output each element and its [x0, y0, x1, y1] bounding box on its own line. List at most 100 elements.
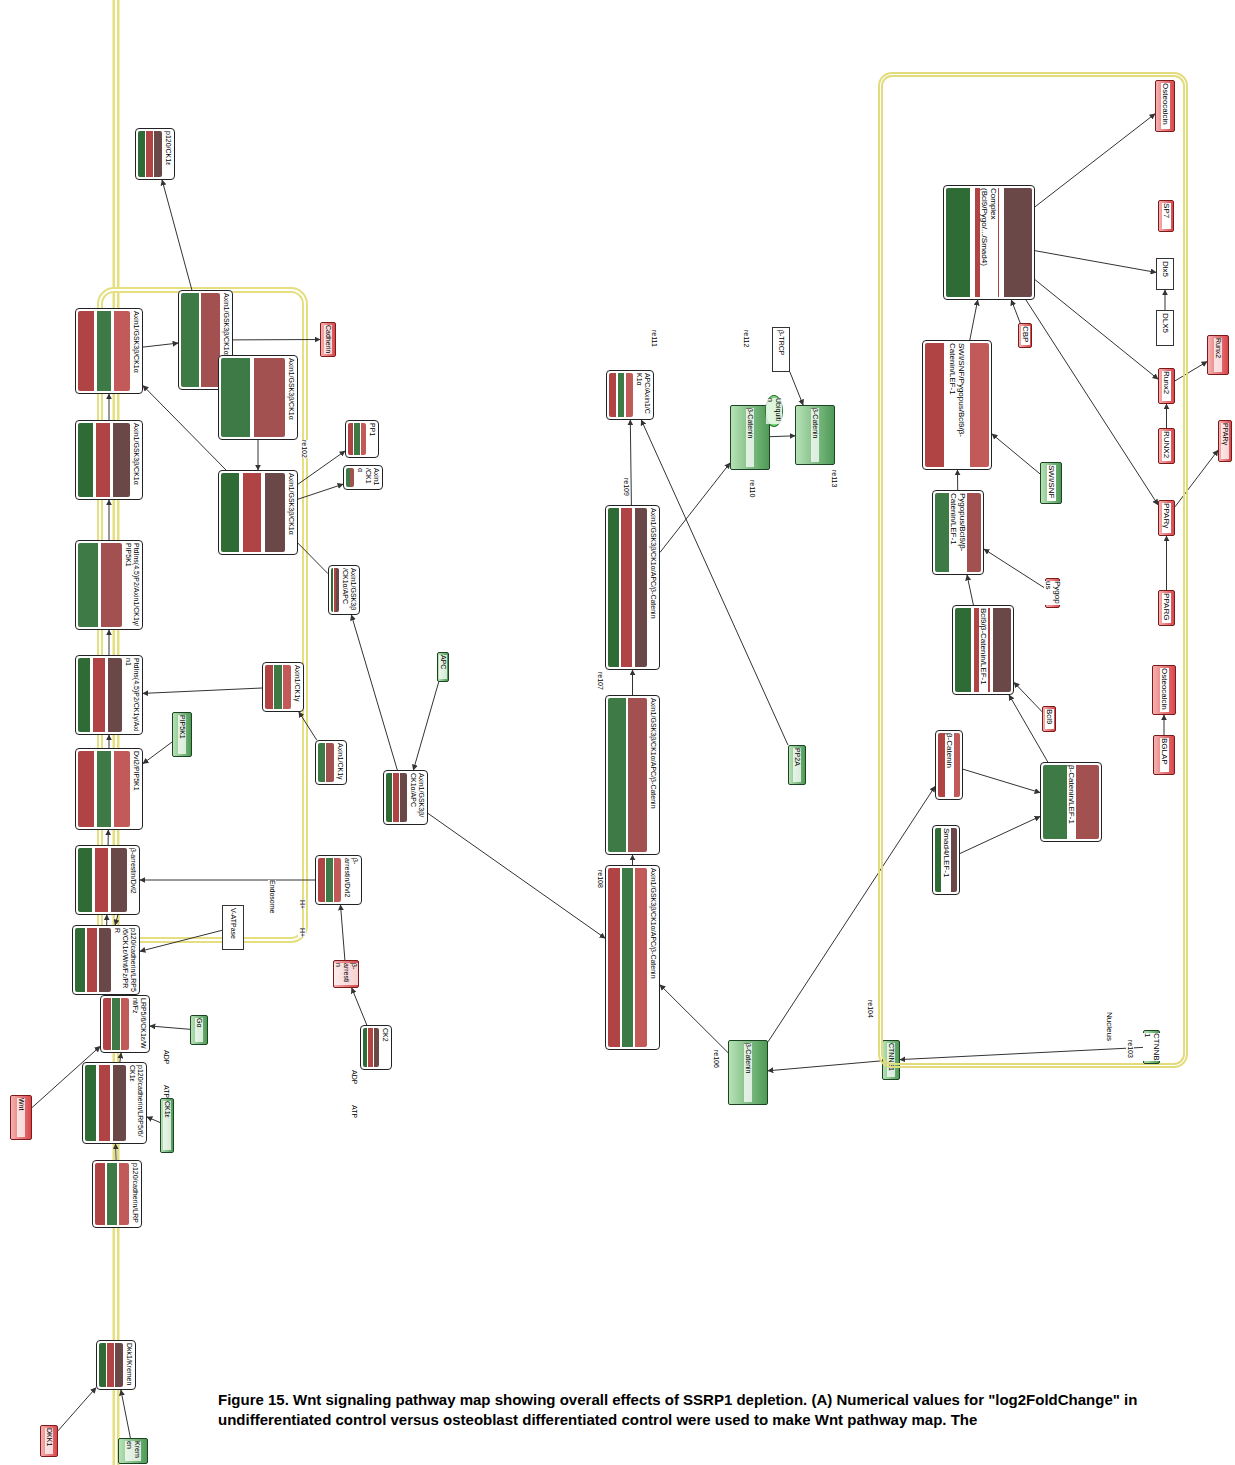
species-label: Pygopus: [1044, 581, 1062, 605]
reaction-connector: [140, 880, 315, 881]
reaction-connector: [1011, 300, 1020, 323]
species-label: APC/Axin1/CK1α: [635, 373, 651, 417]
reaction-connector: [992, 434, 1040, 474]
species-label: PPARγ: [1162, 503, 1171, 533]
complex-subunits: [78, 848, 127, 912]
species-label: Complex (Bcl9/Pygo/.../Smad4): [980, 188, 998, 297]
species-label: RUNX2: [1162, 431, 1171, 461]
reaction-label: re109: [622, 478, 630, 496]
species-box: SWI/SNF: [1040, 462, 1062, 504]
reaction-label: ADP: [162, 1050, 170, 1064]
species-label: SWI/SNF/Pygopus/Bcl9/β-Catenin/LEF-1: [948, 343, 966, 467]
reaction-label: H+: [298, 900, 306, 909]
reaction-connector: [115, 1144, 117, 1160]
complex-subunits: [608, 698, 647, 852]
species-label: PP2A: [793, 748, 801, 782]
complex-box: β-Catenin: [935, 730, 963, 800]
reaction-connector: [150, 1026, 190, 1029]
complex-box: Axin1/GSK3β/CK1α/APC/β-Catenin: [605, 695, 660, 855]
complex-box: p120/cadherin/LRP: [92, 1160, 142, 1228]
reaction-connector: [351, 615, 397, 770]
species-label: PPARG: [1162, 593, 1171, 623]
species-label: p120/cadherin/LRP5/6/CK1ε: [128, 1065, 144, 1141]
complex-subunits: [386, 773, 407, 822]
species-box: β-Catenin: [730, 405, 770, 470]
complex-box: PP1: [345, 420, 379, 458]
species-label: Axin1/GSK3β/CK1α: [287, 358, 295, 437]
complex-box: PtdIns(4,5)P2/CK1γ/Axin1: [75, 655, 143, 735]
complex-subunits: [331, 568, 339, 612]
complex-box: Axin1/GSK3β/CK1α: [75, 420, 143, 500]
reaction-connector: [413, 682, 438, 770]
reaction-label: ATP: [162, 1085, 170, 1098]
species-box: Osteocalcin: [1155, 80, 1175, 132]
species-label: Bcl9/β-Catenin/LEF-1: [979, 608, 988, 692]
complex-box: PtdIns(4,5)P2/Axin1/CK1γ/PIP5K1: [75, 540, 143, 630]
reaction-connector: [143, 742, 172, 764]
figure-caption: Figure 15. Wnt signaling pathway map sho…: [218, 1390, 1223, 1430]
reaction-connector: [258, 440, 259, 470]
species-label: DLX5: [1161, 313, 1170, 343]
complex-subunits: [265, 665, 291, 709]
species-label: CK2: [381, 1028, 389, 1067]
reaction-label: re112: [742, 330, 750, 347]
species-label: Axin1/CK1γ: [336, 743, 344, 782]
complex-box: Bcl9/β-Catenin/LEF-1: [952, 605, 1014, 695]
reaction-connector: [770, 435, 795, 437]
reaction-connector: [106, 915, 107, 925]
reaction-connector: [108, 830, 109, 845]
species-box: CTNNB1: [1143, 1030, 1160, 1064]
species-box: β-Catenin: [728, 1040, 768, 1105]
complex-subunits: [346, 468, 354, 487]
species-label: PP1: [368, 423, 376, 455]
species-label: β-arrestin: [334, 963, 358, 985]
reaction-connector: [121, 1390, 130, 1438]
complex-box: Dvl2/PIP5K1: [75, 748, 143, 830]
species-box: Wnt: [10, 1095, 32, 1140]
reaction-label: re104: [866, 1000, 874, 1018]
species-box: V-ATPase: [222, 905, 244, 950]
species-box: SP7: [1158, 200, 1174, 232]
complex-subunits: [78, 423, 130, 497]
reaction-connector: [790, 372, 803, 405]
reaction-connector: [58, 1388, 96, 1431]
reaction-label: re108: [596, 870, 604, 888]
nucleus-compartment: NucleusCTNNB1β-Catenin/LEF-1Smad4/LEF-1β…: [878, 72, 1188, 1068]
reaction-connector: [299, 712, 317, 740]
species-label: Axin1/GSK3β/CK1α/APC: [341, 568, 357, 612]
species-label: Cadherin: [324, 325, 332, 354]
species-box: APC: [437, 652, 449, 682]
species-label: Osteocalcin: [1160, 668, 1169, 712]
complex-box: Axin1/CK1γ: [262, 662, 304, 712]
complex-subunits: [78, 658, 122, 732]
species-box: PPARγ: [1158, 500, 1175, 536]
species-label: Pygopus/Bcl9/β-Catenin/LEF-1: [949, 493, 967, 572]
species-label: CTNNB1: [887, 1043, 895, 1077]
reaction-connector: [109, 735, 110, 748]
complex-box: LRP5/6/CK1ε/Wnt/Fz: [100, 995, 150, 1053]
species-box: Gα: [190, 1015, 208, 1045]
complex-box: Axin1/GSK3β/CK1α: [218, 355, 298, 440]
species-label: Osteocalcin: [1161, 83, 1170, 129]
reaction-connector: [143, 343, 178, 347]
reaction-connector: [120, 1053, 121, 1062]
species-label: Axin1/GSK3β/CK1α/APC: [409, 773, 425, 822]
complex-box: Axin1/GSK3β/CK1α/APC/β-Catenin: [605, 865, 660, 1050]
reaction-label: re106: [712, 1050, 720, 1068]
complex-box: Smad4/LEF-1: [932, 825, 960, 895]
reaction-connector: [957, 470, 958, 490]
species-box: β-TRCP: [772, 327, 790, 372]
reaction-connector: [140, 930, 222, 951]
species-box: BGLAP: [1153, 735, 1175, 775]
species-label: Axin1/CK1γ: [293, 665, 301, 709]
complex-box: β-arrestin/Dvl2: [315, 855, 362, 905]
reaction-connector: [109, 630, 110, 655]
species-label: Axin1/GSK3β/CK1α/APC/β-Catenin: [649, 698, 657, 852]
species-label: Smad4/LEF-1: [942, 828, 951, 892]
complex-subunits: [78, 311, 130, 391]
species-label: β-TRCP: [777, 330, 785, 369]
complex-subunits: [318, 743, 334, 782]
reaction-connector: [341, 905, 345, 960]
reaction-connector: [1166, 404, 1167, 428]
species-label: β-Catenin/LEF-1: [1067, 765, 1076, 839]
